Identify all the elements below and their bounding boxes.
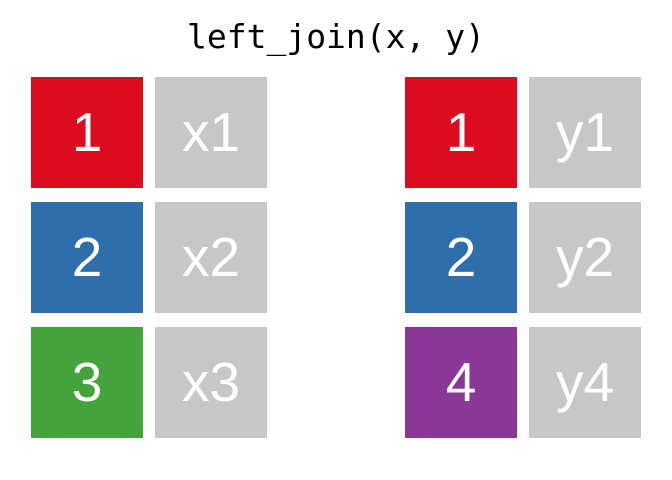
table-x-key-cell-2: 2 — [31, 202, 143, 313]
table-x-key-cell-3: 3 — [31, 327, 143, 438]
table-x-value-cell-2: x2 — [155, 202, 267, 313]
table-x-key-cell-1: 1 — [31, 77, 143, 188]
table-y-key-cell-2: 2 — [405, 202, 517, 313]
table-y-value-cell-3: y4 — [529, 327, 641, 438]
table-x-value-cell-1: x1 — [155, 77, 267, 188]
diagram-title: left_join(x, y) — [186, 17, 485, 56]
table-y-key-cell-3: 4 — [405, 327, 517, 438]
table-y: 1 y1 2 y2 4 y4 — [405, 77, 641, 438]
table-x-value-cell-3: x3 — [155, 327, 267, 438]
table-y-key-cell-1: 1 — [405, 77, 517, 188]
table-x: 1 x1 2 x2 3 x3 — [31, 77, 267, 438]
table-y-value-cell-1: y1 — [529, 77, 641, 188]
table-y-value-cell-2: y2 — [529, 202, 641, 313]
